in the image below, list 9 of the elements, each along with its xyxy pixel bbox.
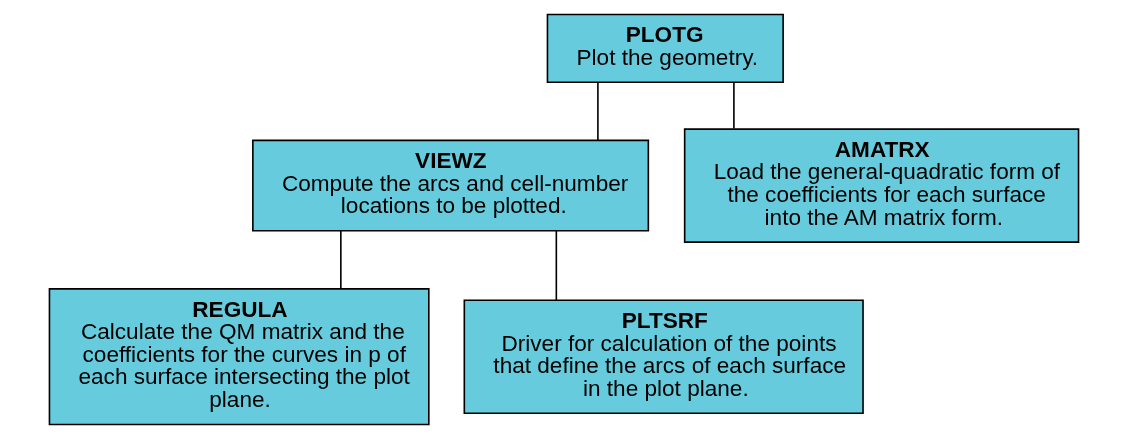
connector xyxy=(339,230,342,290)
node-box: PLTSRF Driver for calculation of the points that define the arcs of each surface in the plot plane. xyxy=(463,299,864,414)
node-box: REGULA Calculate the QM matrix and the coefficients for the curves in p of each surface intersecting the plot plane. xyxy=(48,288,430,426)
node-box: VIEWZ Compute the arcs and cell-number locations to be plotted. xyxy=(251,139,649,232)
connector xyxy=(555,230,557,301)
node-box: AMATRX Load the general-quadratic form of the coefficients for each surface into the AM matrix form. xyxy=(683,128,1079,243)
node-box: PLOTG Plot the geometry. xyxy=(546,13,784,84)
connector xyxy=(596,81,599,141)
connector xyxy=(732,81,735,130)
